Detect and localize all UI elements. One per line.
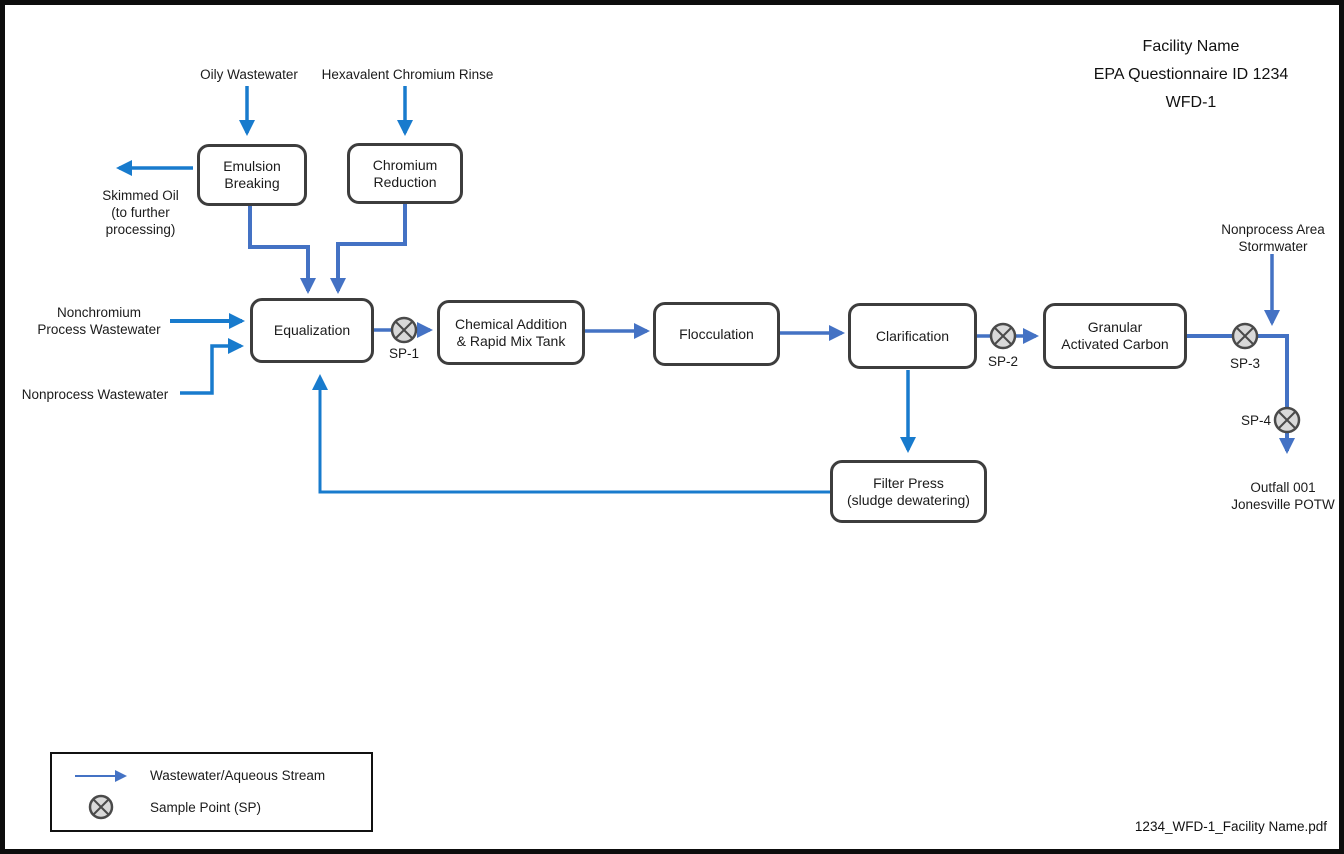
stream-label-nonchromium-process-wastewater: Nonchromium Process Wastewater [37,305,161,337]
process-box-flocculation: Flocculation [653,302,780,366]
flow-filterpress-return-to-equalization [312,374,830,494]
stream-label-nonprocess-area-stormwater: Nonprocess Area Stormwater [1221,222,1325,254]
process-box-chemical-addition: Chemical Addition & Rapid Mix Tank [437,300,585,365]
legend-sample-point-label: Sample Point (SP) [150,800,262,815]
stream-label-oily-wastewater: Oily Wastewater [200,67,298,82]
legend-box: Wastewater/Aqueous Stream Sample Point (… [50,752,373,832]
facility-name: Facility Name [1142,38,1240,55]
stream-label-outfall: Outfall 001 Jonesville POTW [1231,480,1335,512]
sample-point-label-sp4: SP-4 [1240,413,1271,428]
sample-point-label-sp3: SP-3 [1229,356,1260,371]
sample-point-label-sp1: SP-1 [388,346,419,361]
title-block: Facility Name EPA Questionnaire ID 1234 … [1045,33,1337,117]
flow-gac-to-outfall [1187,334,1295,454]
stream-label-nonprocess-wastewater: Nonprocess Wastewater [21,387,169,402]
process-box-chromium-reduction: Chromium Reduction [347,143,463,204]
legend-icons [75,770,127,820]
sample-point-label-sp2: SP-2 [987,354,1018,369]
stream-label-hexavalent-chromium-rinse: Hexavalent Chromium Rinse [321,67,494,82]
flow-emulsion-to-equalization [248,206,316,294]
sample-point-sp1-icon [390,316,418,344]
process-box-clarification: Clarification [848,303,977,369]
process-box-emulsion-breaking: Emulsion Breaking [197,144,307,206]
sample-point-sp4-icon [1273,406,1301,434]
process-box-granular-activated-carbon: Granular Activated Carbon [1043,303,1187,369]
process-box-equalization: Equalization [250,298,374,363]
sample-point-sp2-icon [989,322,1017,350]
legend-sample-point-icon [88,794,114,820]
stream-label-skimmed-oil: Skimmed Oil (to further processing) [102,188,179,237]
flow-lines-layer [116,86,1301,494]
diagram-id: WFD-1 [1165,94,1217,111]
footer-filename: 1234_WFD-1_Facility Name.pdf [1134,819,1327,834]
sample-point-sp3-icon [1231,322,1259,350]
questionnaire-id: EPA Questionnaire ID 1234 [1093,66,1289,83]
flow-chromium-to-equalization [330,203,407,294]
process-box-filter-press: Filter Press (sludge dewatering) [830,460,987,523]
flow-nonprocess-to-equalization [180,338,244,395]
legend-stream-label: Wastewater/Aqueous Stream [150,768,326,783]
